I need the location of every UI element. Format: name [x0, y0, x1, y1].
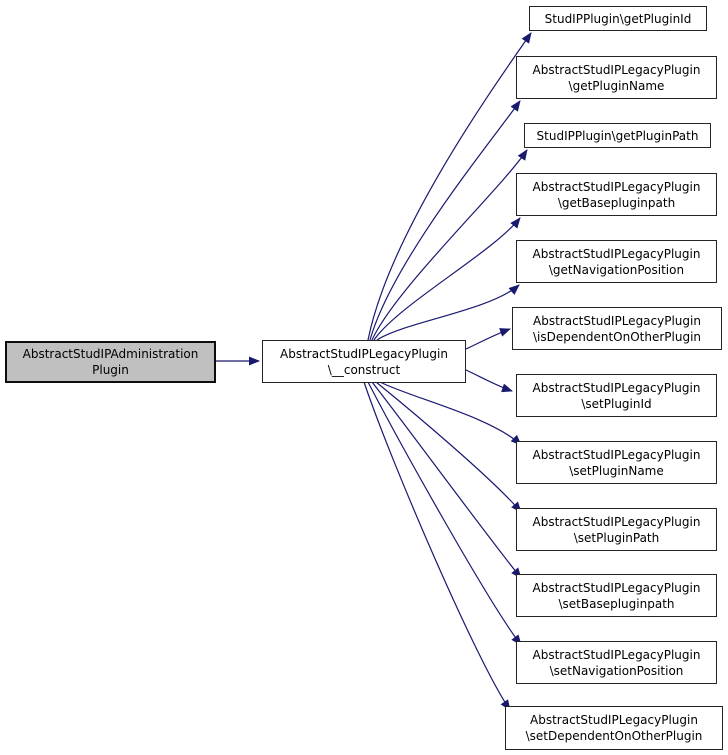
edge-construct-to-setPluginPath — [375, 381, 522, 513]
edge-construct-to-getNavigationPosition — [376, 284, 520, 341]
edge-construct-to-getPluginId — [367, 32, 532, 341]
node-label-line: StudIPPlugin\getPluginPath — [536, 128, 699, 143]
node-setNavigationPosition[interactable]: AbstractStudIPLegacyPlugin \setNavigatio… — [516, 641, 717, 684]
node-label-line: StudIPPlugin\getPluginId — [544, 11, 692, 26]
node-label-line: AbstractStudIPLegacyPlugin — [530, 713, 698, 727]
node-label-line: AbstractStudIPLegacyPlugin — [532, 62, 701, 77]
edge-construct-to-getPluginName — [369, 100, 521, 341]
node-label-line: \getNavigationPosition — [548, 262, 685, 277]
node-label-line: \setBasepluginpath — [558, 596, 675, 611]
node-label-line: AbstractStudIPLegacyPlugin — [532, 380, 701, 395]
edge-construct-to-setNavigationPosition — [367, 381, 522, 646]
node-setDependentOnOtherPlugin[interactable]: AbstractStudIPLegacyPlugin \setDependent… — [505, 706, 723, 750]
node-getPluginPath[interactable]: StudIPPlugin\getPluginPath — [524, 123, 711, 148]
node-label-line: AbstractStudIPLegacyPlugin — [280, 346, 448, 361]
node-isDependentOnOtherPlugin[interactable]: AbstractStudIPLegacyPlugin \isDependentO… — [512, 307, 722, 350]
node-label-line: AbstractStudIPAdministration — [22, 347, 199, 361]
node-label-line: \setDependentOnOtherPlugin — [525, 729, 703, 743]
node-label-line: AbstractStudIPLegacyPlugin — [532, 580, 701, 595]
node-label-line: \setPluginId — [581, 396, 652, 411]
edge-construct-to-isDependentOnOtherPlugin — [465, 328, 511, 350]
node-getPluginId[interactable]: StudIPPlugin\getPluginId — [529, 6, 707, 31]
node-label-line: \getBasepluginpath — [557, 195, 676, 210]
node-label-line: Plugin — [92, 363, 129, 377]
node-construct[interactable]: AbstractStudIPLegacyPlugin \__construct — [262, 340, 466, 383]
node-getPluginName[interactable]: AbstractStudIPLegacyPlugin \getPluginNam… — [516, 56, 717, 99]
edge-construct-to-getBasepluginpath — [373, 217, 521, 341]
edge-construct-to-setBasepluginpath — [371, 381, 522, 579]
node-label-line: \setNavigationPosition — [549, 663, 684, 678]
node-label-line: \isDependentOnOtherPlugin — [532, 329, 702, 344]
node-label-line: AbstractStudIPLegacyPlugin — [532, 647, 701, 662]
node-setPluginPath[interactable]: AbstractStudIPLegacyPlugin \setPluginPat… — [516, 508, 717, 551]
node-label-line: AbstractStudIPLegacyPlugin — [532, 514, 701, 529]
node-label-line: AbstractStudIPLegacyPlugin — [532, 179, 701, 194]
node-label-line: AbstractStudIPLegacyPlugin — [532, 246, 701, 261]
node-label-line: \setPluginPath — [573, 530, 660, 545]
node-AbstractStudIPAdministrationPlugin: AbstractStudIPAdministration Plugin — [5, 341, 216, 383]
node-getBasepluginpath[interactable]: AbstractStudIPLegacyPlugin \getBaseplugi… — [516, 173, 717, 216]
edge-construct-to-setPluginId — [465, 369, 513, 393]
node-label-line: \__construct — [327, 362, 401, 377]
node-label-line: AbstractStudIPLegacyPlugin — [533, 313, 701, 328]
node-label-line: \setPluginName — [569, 463, 664, 478]
node-setBasepluginpath[interactable]: AbstractStudIPLegacyPlugin \setBaseplugi… — [516, 574, 717, 617]
node-label-line: AbstractStudIPLegacyPlugin — [532, 447, 701, 462]
edge-construct-to-setPluginName — [379, 381, 522, 446]
node-getNavigationPosition[interactable]: AbstractStudIPLegacyPlugin \getNavigatio… — [516, 240, 717, 283]
edge-construct-to-setDependentOnOtherPlugin — [363, 381, 511, 711]
node-setPluginName[interactable]: AbstractStudIPLegacyPlugin \setPluginNam… — [516, 441, 717, 484]
node-label-line: \getPluginName — [568, 78, 665, 93]
node-setPluginId[interactable]: AbstractStudIPLegacyPlugin \setPluginId — [516, 374, 717, 417]
edge-construct-to-getPluginPath — [371, 149, 528, 341]
